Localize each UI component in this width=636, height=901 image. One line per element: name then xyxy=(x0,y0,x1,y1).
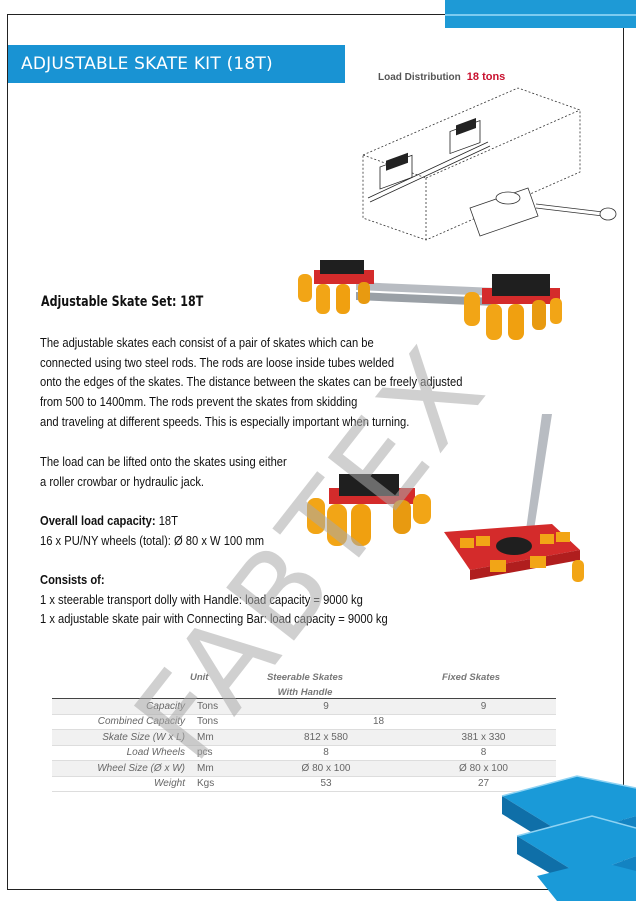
adjustable-skate-pair-image xyxy=(298,260,562,340)
steerable-skate-with-handle-image xyxy=(444,414,584,582)
lift-line: a roller crowbar or hydraulic jack. xyxy=(40,473,205,489)
row-label: Skate Size (W x L) xyxy=(52,729,193,746)
table-header-steerable: Steerable Skates With Handle xyxy=(230,670,380,700)
page-title: ADJUSTABLE SKATE KIT (18T) xyxy=(21,54,273,74)
row-unit: Mm xyxy=(193,760,241,777)
row-fixed: 27 xyxy=(411,776,556,792)
lift-line: The load can be lifted onto the skates u… xyxy=(40,454,287,469)
row-steerable: 8 xyxy=(241,745,411,761)
table-row: Capacity Tons 9 9 xyxy=(52,699,556,715)
page-frame xyxy=(7,14,624,890)
corner-tab-decoration xyxy=(445,0,636,28)
table-header-unit: Unit xyxy=(190,672,209,683)
row-steerable: 53 xyxy=(241,776,411,792)
description-line: from 500 to 1400mm. The rods prevent the… xyxy=(40,394,358,410)
row-fixed: 9 xyxy=(411,699,556,715)
row-unit: Tons xyxy=(193,714,241,730)
row-fixed: Ø 80 x 100 xyxy=(411,760,556,777)
row-label: Wheel Size (Ø x W) xyxy=(52,760,193,777)
row-label: Combined Capacity xyxy=(52,714,193,730)
capacity-label: Overall load capacity: xyxy=(40,513,156,528)
row-steerable: 812 x 580 xyxy=(241,729,411,746)
row-unit: Mm xyxy=(193,729,241,746)
table-header-fixed: Fixed Skates xyxy=(441,672,501,683)
consists-label: Consists of: xyxy=(40,572,105,587)
description-paragraph: The adjustable skates each consist of a … xyxy=(40,333,462,431)
row-label: Weight xyxy=(52,776,193,792)
blue-boxes-decoration xyxy=(501,775,636,901)
fixed-skate-image xyxy=(307,474,431,546)
lift-paragraph: The load can be lifted onto the skates u… xyxy=(40,452,287,491)
table-row: Wheel Size (Ø x W) Mm Ø 80 x 100 Ø 80 x … xyxy=(52,760,556,777)
capacity-value: 18T xyxy=(155,513,178,528)
description-line: onto the edges of the skates. The distan… xyxy=(40,374,463,390)
row-label: Capacity xyxy=(52,699,193,715)
row-unit: pcs xyxy=(193,745,241,761)
wheels-spec: 16 x PU/NY wheels (total): Ø 80 x W 100 … xyxy=(40,532,265,548)
row-fixed: 381 x 330 xyxy=(411,729,556,746)
load-distribution: Load Distribution 18 tons xyxy=(378,71,505,83)
table-top-rule xyxy=(52,698,556,699)
row-label: Load Wheels xyxy=(52,745,193,761)
description-line: connected using two steel rods. The rods… xyxy=(40,354,395,370)
description-line: and traveling at different speeds. This … xyxy=(40,413,410,429)
row-unit: Tons xyxy=(193,699,241,715)
row-unit: Kgs xyxy=(193,776,241,792)
row-combined: 18 xyxy=(241,714,556,730)
table-row: Load Wheels pcs 8 8 xyxy=(52,745,556,761)
table-row: Combined Capacity Tons 18 xyxy=(52,714,556,730)
table-row: Weight Kgs 53 27 xyxy=(52,776,556,792)
title-bar: ADJUSTABLE SKATE KIT (18T) xyxy=(8,45,345,83)
load-distribution-label: Load Distribution xyxy=(378,72,461,83)
table-header-steerable-line1: Steerable Skates xyxy=(266,672,344,683)
row-steerable: Ø 80 x 100 xyxy=(241,760,411,777)
capacity-block: Overall load capacity: 18T 16 x PU/NY wh… xyxy=(40,511,264,550)
table-header-steerable-line2: With Handle xyxy=(277,687,333,698)
spec-table: Capacity Tons 9 9 Combined Capacity Tons… xyxy=(52,699,556,792)
consists-item: 1 x steerable transport dolly with Handl… xyxy=(40,591,363,607)
table-row: Skate Size (W x L) Mm 812 x 580 381 x 33… xyxy=(52,729,556,746)
consists-block: Consists of: 1 x steerable transport dol… xyxy=(40,570,388,629)
row-fixed: 8 xyxy=(411,745,556,761)
section-heading: Adjustable Skate Set: 18T xyxy=(41,294,204,310)
load-distribution-value: 18 tons xyxy=(466,71,506,83)
consists-item: 1 x adjustable skate pair with Connectin… xyxy=(40,611,388,627)
load-distribution-diagram xyxy=(362,87,617,241)
description-line: The adjustable skates each consist of a … xyxy=(40,335,374,350)
row-steerable: 9 xyxy=(241,699,411,715)
